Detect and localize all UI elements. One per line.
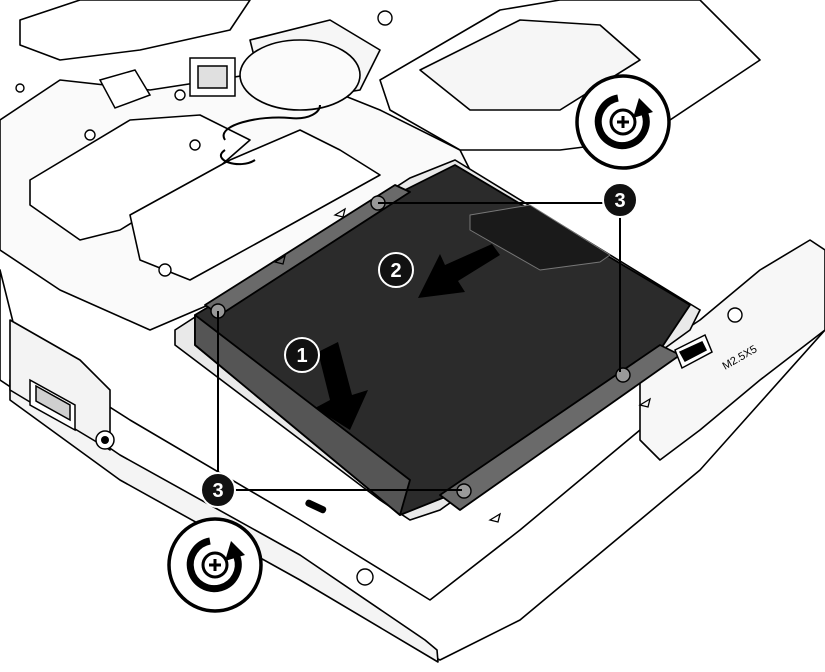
drive-label-tab	[469, 204, 611, 271]
vent-slot	[305, 499, 327, 514]
clockwise-screwdriver-icon	[167, 517, 263, 613]
clockwise-screwdriver-icon	[575, 74, 671, 170]
step-3-badge-top: 3	[602, 182, 638, 218]
step-1-badge: 1	[284, 337, 320, 373]
chassis-screws	[15, 10, 743, 586]
step-3-badge-bottom: 3	[200, 472, 236, 508]
screw-right	[615, 367, 631, 383]
step-2-badge: 2	[378, 252, 414, 288]
direction-arrow-icon	[315, 244, 500, 430]
latch	[674, 333, 713, 370]
usb-port	[29, 378, 76, 432]
connector-block	[98, 57, 236, 109]
svg-text:3: 3	[212, 480, 223, 502]
bay-guide-marks	[273, 207, 652, 523]
svg-text:3: 3	[614, 190, 625, 212]
audio-jack	[95, 430, 115, 450]
cable	[220, 104, 321, 166]
svg-text:1: 1	[296, 345, 307, 367]
svg-text:2: 2	[390, 260, 401, 282]
hard-drive	[194, 164, 691, 516]
